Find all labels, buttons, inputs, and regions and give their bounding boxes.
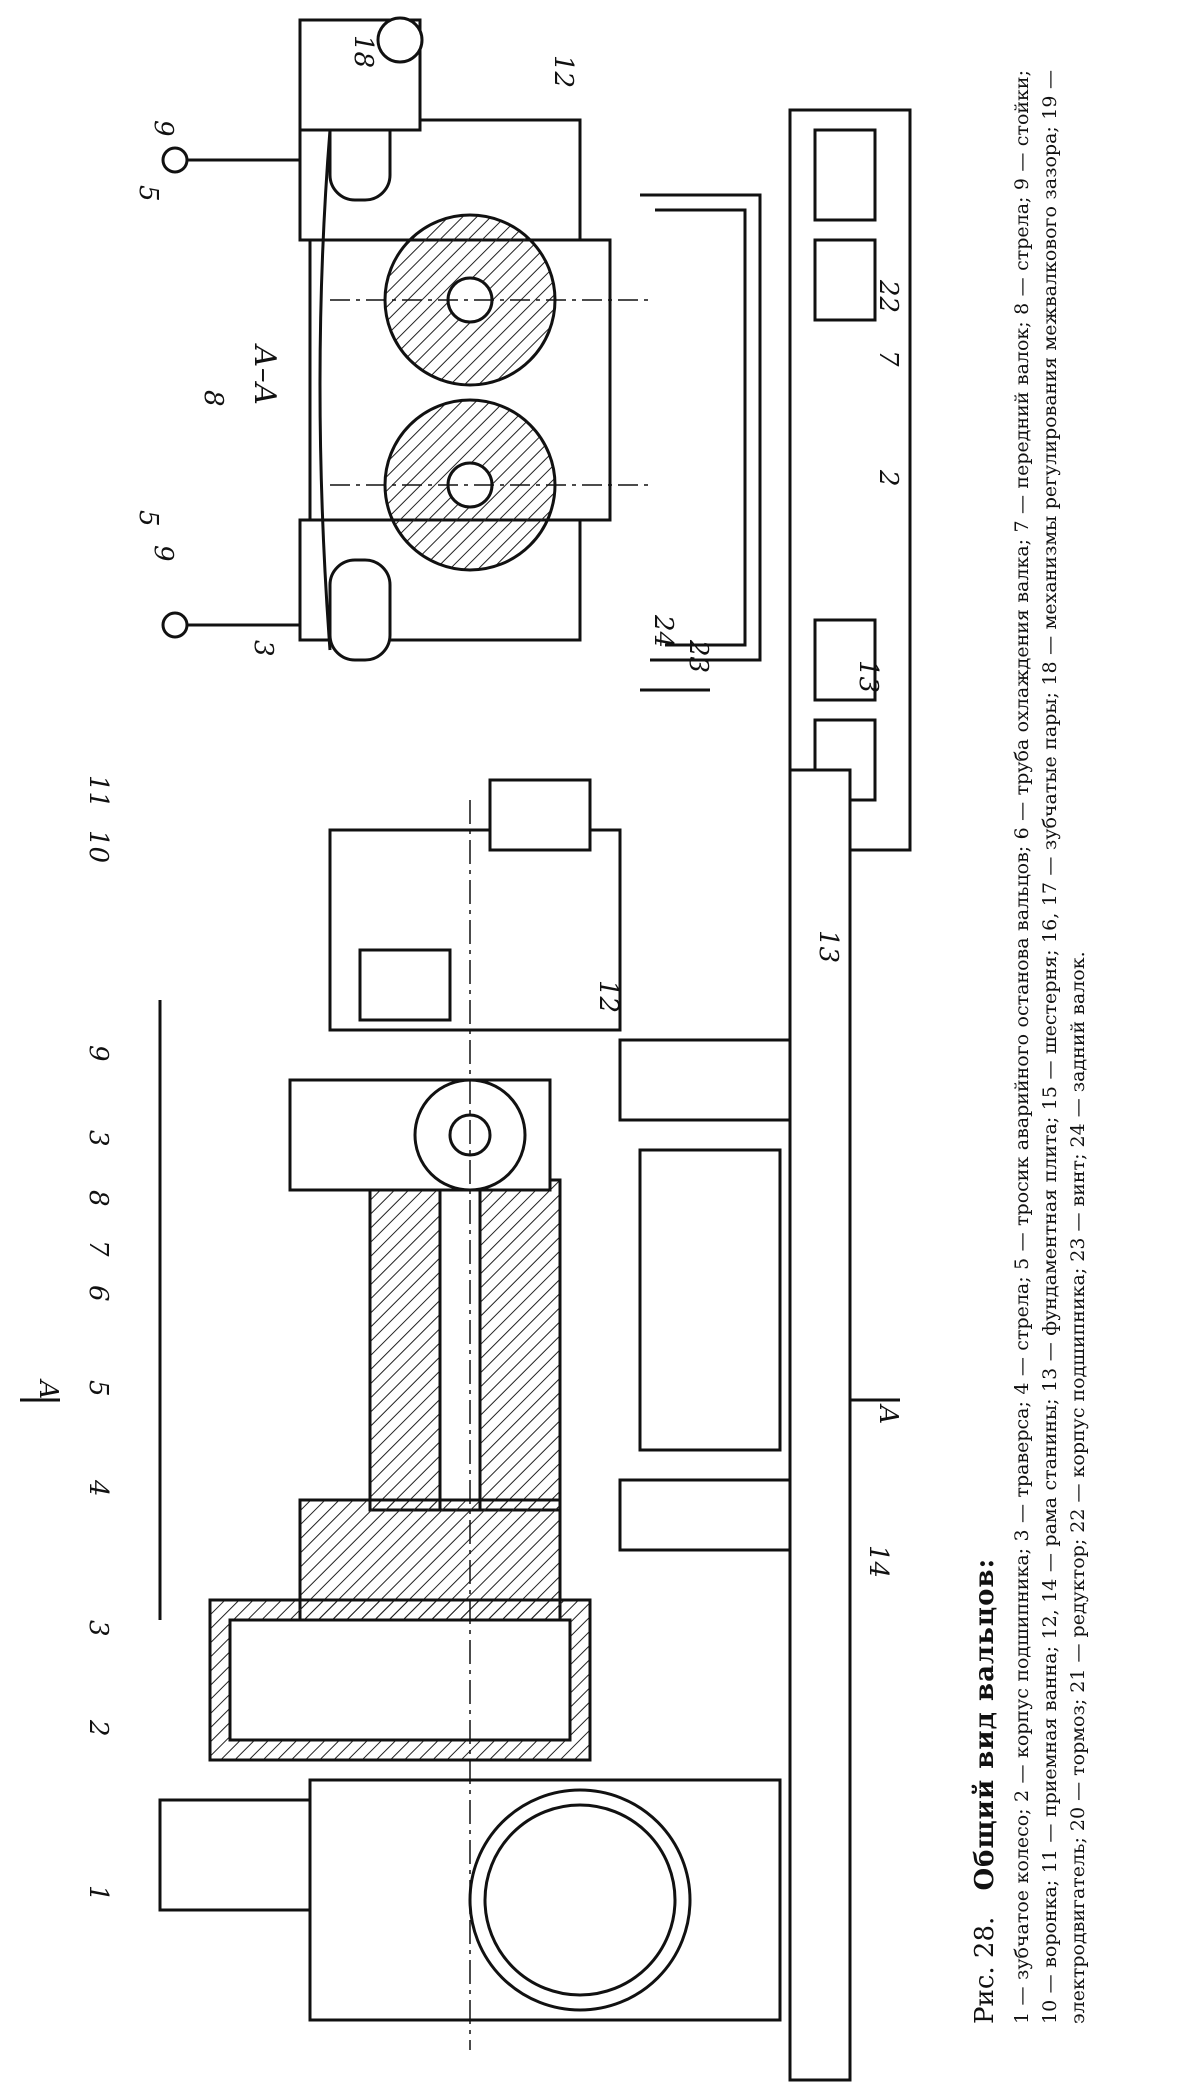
callout-22: 22 <box>873 279 903 313</box>
cut-marker-bottom: А <box>873 1403 903 1425</box>
callout-9b: 9 <box>148 545 178 562</box>
callout-13: 13 <box>813 930 843 963</box>
callout-6: 6 <box>83 1285 113 1302</box>
figure-number: Рис. 28. <box>970 1916 1000 2024</box>
callout-3: 3 <box>248 640 278 657</box>
figure-caption: Рис. 28. Общий вид вальцов: 1 — зубчатое… <box>960 0 1150 2094</box>
callout-10: 10 <box>83 830 113 863</box>
callout-2: 2 <box>83 1719 113 1737</box>
callout-18: 18 <box>348 35 378 68</box>
section-label: А–А <box>247 343 282 405</box>
callout-12: 12 <box>548 55 578 88</box>
callout-4: 4 <box>83 1479 113 1497</box>
side-view <box>158 768 852 2082</box>
callout-14: 14 <box>863 1545 893 1578</box>
callout-9: 9 <box>148 120 178 137</box>
callout-7: 7 <box>83 1240 113 1257</box>
callout-23: 23 <box>683 639 713 673</box>
callout-3b: 3 <box>83 1130 113 1147</box>
callout-11: 11 <box>83 775 113 808</box>
section-view-a-a <box>161 16 912 852</box>
figure-legend: 1 — зубчатое колесо; 2 — корпус подшипни… <box>1011 70 1089 2024</box>
callout-5: 5 <box>83 1380 113 1397</box>
callout-12: 12 <box>593 980 623 1013</box>
callout-24: 24 <box>648 614 678 648</box>
callout-1: 1 <box>83 1885 113 1902</box>
side-view-callouts: 1 2 3 4 5 6 7 8 3 9 10 11 12 13 14 А А <box>33 775 903 1902</box>
callout-8: 8 <box>83 1190 113 1207</box>
callout-3: 3 <box>83 1620 113 1637</box>
callout-2: 2 <box>873 469 903 487</box>
callout-7: 7 <box>873 350 903 367</box>
callout-13: 13 <box>853 660 883 693</box>
callout-5b: 5 <box>133 510 163 527</box>
cut-marker-top: А <box>33 1378 63 1400</box>
callout-5: 5 <box>133 185 163 202</box>
figure-title: Общий вид вальцов: <box>970 1557 1000 1891</box>
caption-title-row: Рис. 28. Общий вид вальцов: <box>970 70 1000 2024</box>
section-view-callouts: 18 12 9 5 22 7 8 2 5 9 3 24 23 13 А–А <box>133 35 903 693</box>
callout-8: 8 <box>198 390 228 407</box>
callout-9: 9 <box>83 1045 113 1062</box>
